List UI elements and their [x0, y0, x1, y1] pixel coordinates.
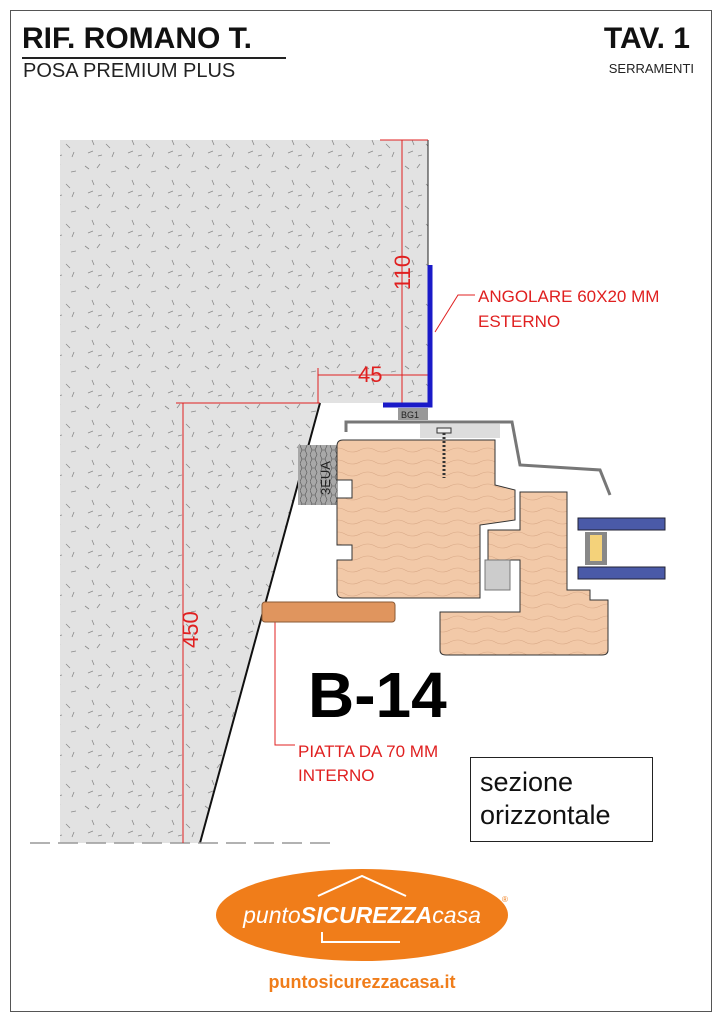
section-label-box: sezione orizzontale: [470, 757, 653, 842]
note-interior-line1: PIATTA DA 70 MM: [298, 742, 438, 761]
dimension-110: 110: [390, 255, 415, 290]
window-sash: [439, 491, 609, 656]
drawing-element: punto: [242, 902, 301, 928]
note-exterior-line1: ANGOLARE 60X20 MM: [478, 287, 659, 306]
bg1-profile: [398, 408, 428, 420]
drawing-element: ®: [502, 895, 508, 904]
sheet-border: [10, 10, 712, 1012]
section-label-line2: orizzontale: [480, 800, 611, 830]
compressible-gasket: [298, 445, 338, 505]
steel-angle: [383, 265, 433, 408]
drawing-element: casa: [432, 902, 481, 928]
aluminium-profile: [344, 420, 612, 496]
drawing-element: [434, 294, 475, 333]
note-interior-line2: INTERNO: [298, 766, 375, 785]
brand-logo: puntoSICUREZZAcasa ®: [216, 869, 508, 961]
note-exterior-line2: ESTERNO: [478, 312, 560, 331]
drawing-element: puntoSICUREZZAcasa: [242, 902, 481, 928]
section-label-line1: sezione: [480, 767, 574, 797]
drawing-element: [590, 535, 602, 561]
window-frame: [336, 439, 516, 599]
dimension-45: 45: [358, 362, 382, 387]
drawing-element: [274, 618, 295, 746]
screw-icon: [436, 427, 452, 478]
sheet-number: TAV. 1: [603, 22, 690, 55]
drawing-element: 3EUA: [318, 461, 333, 495]
title-underline: [22, 57, 286, 59]
detail-code: B-14: [308, 659, 447, 731]
drawing-element: [484, 559, 511, 591]
drawing-element: [317, 874, 407, 897]
drawing-element: [216, 869, 508, 961]
sheet-category: SERRAMENTI: [608, 61, 694, 76]
dimension-lines: [176, 139, 475, 843]
drawing-element: [420, 424, 500, 438]
drawing-element: [436, 427, 452, 434]
drawing-element: [321, 932, 400, 943]
project-subtitle: POSA PREMIUM PLUS: [23, 60, 236, 82]
masonry-wall: [60, 140, 428, 843]
interior-flat-board: [261, 601, 396, 623]
dimension-450: 450: [178, 611, 203, 648]
project-title: RIF. ROMANO T.: [22, 22, 252, 55]
drawing-element: SICUREZZA: [301, 902, 433, 928]
glazing-pane-inner: [577, 566, 666, 580]
website-link[interactable]: puntosicurezzacasa.it: [268, 972, 456, 992]
glazing-pane-outer: [577, 517, 666, 531]
drawing-element: BG1: [401, 410, 419, 420]
